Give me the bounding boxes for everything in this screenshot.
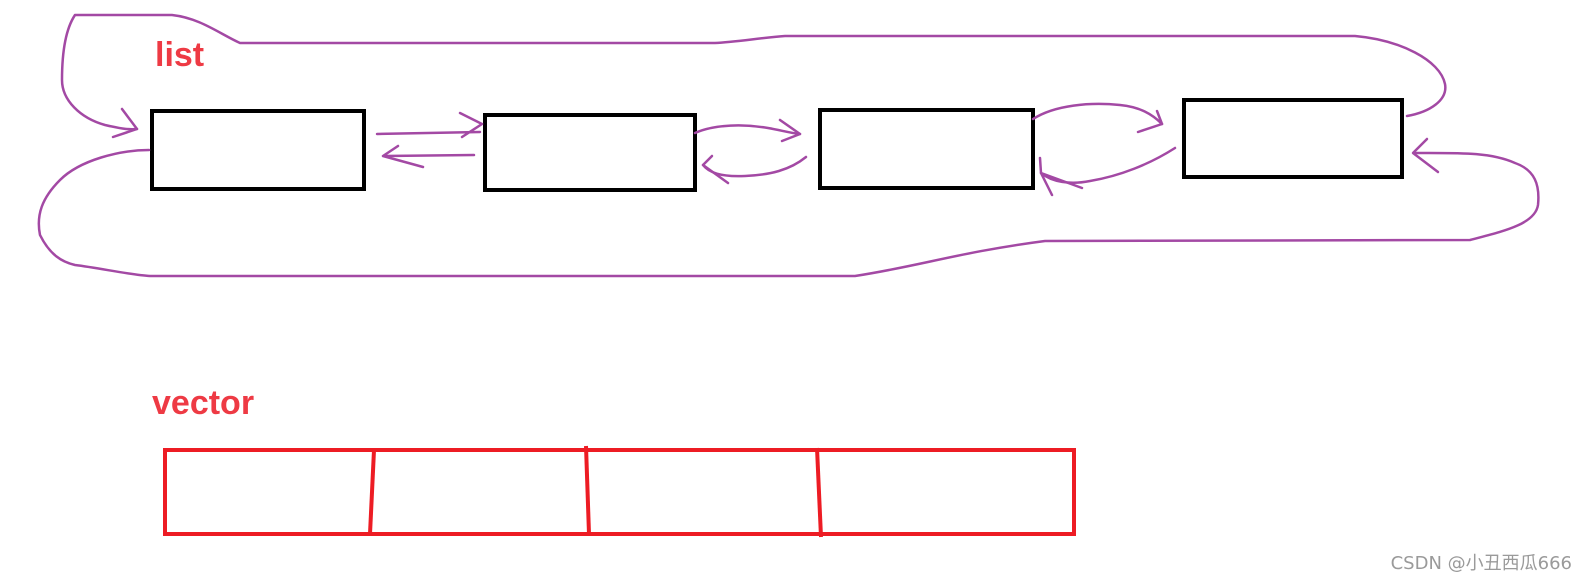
watermark: CSDN @小丑西瓜666 [1390,553,1572,574]
list-node-4 [1182,98,1404,179]
vector-divider-2 [584,445,591,535]
link-circular-prev-1-4 [37,148,1540,278]
vector-divider-1 [368,449,376,535]
arrowhead-circular-next-4-1 [111,107,139,139]
list-nodes [150,98,1404,192]
vector-label: vector [152,384,255,422]
link-next-3-4 [1031,102,1164,126]
link-prev-4-3 [1039,146,1177,184]
vector-outline [163,448,1076,536]
arrowhead-prev-3-2 [701,154,730,185]
vector-divider-3 [815,447,823,538]
list-links [37,13,1540,278]
link-next-1-2 [375,130,482,136]
link-prev-3-2 [701,155,808,178]
vector-array [163,445,1076,538]
arrowhead-next-3-4 [1136,109,1164,134]
list-node-3 [818,108,1035,190]
arrowhead-next-1-2 [458,111,484,139]
link-prev-2-1 [382,153,476,158]
link-next-2-3 [693,124,802,136]
arrowhead-prev-2-1 [381,144,425,169]
list-node-2 [483,113,697,192]
arrowhead-circular-prev-1-4 [1411,137,1440,174]
list-label: list [155,36,205,74]
arrowhead-next-2-3 [778,118,802,143]
arrowhead-prev-4-3 [1038,156,1084,197]
link-circular-next-4-1 [60,13,1447,131]
list-node-1 [150,109,366,191]
